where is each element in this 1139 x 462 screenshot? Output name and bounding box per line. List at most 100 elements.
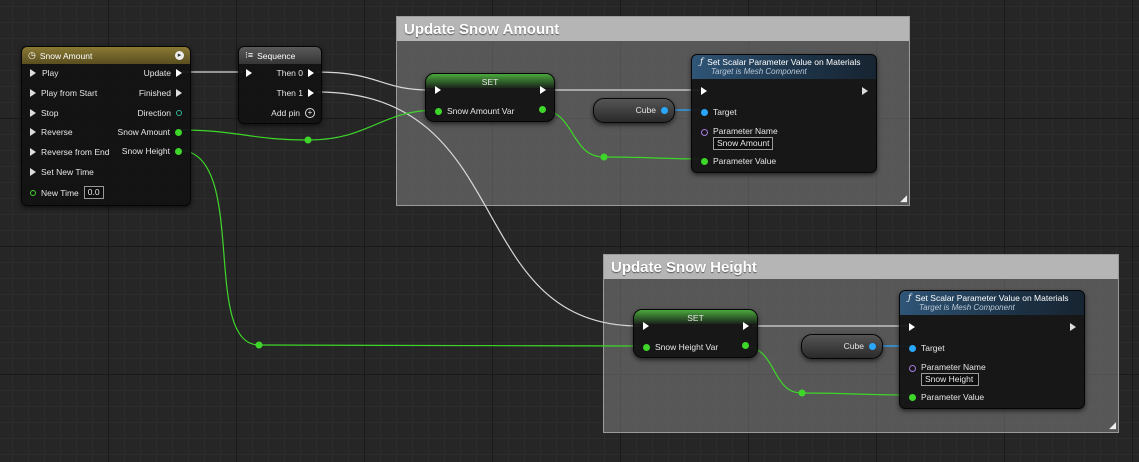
exec-pin-icon[interactable]	[30, 168, 36, 176]
pin-play-from-start[interactable]: Play from Start	[30, 88, 97, 98]
pin-set-value-out[interactable]	[742, 342, 749, 349]
pin-set-new-time[interactable]: Set New Time	[30, 167, 94, 177]
cube-variable-node[interactable]: Cube	[593, 98, 675, 123]
float-pin-icon[interactable]	[435, 107, 442, 115]
exec-pin-icon[interactable]	[540, 86, 546, 94]
parameter-name-field[interactable]: Snow Amount	[713, 137, 773, 150]
parameter-name-field[interactable]: Snow Height	[921, 373, 979, 386]
name-pin-icon[interactable]	[909, 365, 916, 372]
exec-pin-icon[interactable]	[909, 323, 915, 331]
pin-func-exec-in[interactable]	[909, 323, 915, 331]
timeline-header[interactable]: ◷ Snow Amount ▸	[22, 47, 190, 64]
exec-pin-icon[interactable]	[743, 322, 749, 330]
pin-parameter-value[interactable]: Parameter Value	[701, 156, 776, 166]
timeline-node[interactable]: ◷ Snow Amount ▸ Play Play from Start Sto…	[21, 46, 191, 206]
play-circle-icon[interactable]: ▸	[175, 51, 184, 60]
comment-title[interactable]: Update Snow Amount	[397, 17, 909, 41]
name-pin-icon[interactable]	[701, 129, 708, 136]
enum-pin-icon[interactable]	[176, 110, 182, 116]
pin-parameter-name[interactable]: Parameter Name Snow Height	[909, 362, 986, 386]
pin-parameter-value[interactable]: Parameter Value	[909, 392, 984, 402]
object-pin-icon[interactable]	[909, 344, 916, 352]
exec-pin-icon[interactable]	[862, 87, 868, 95]
timeline-title: Snow Amount	[39, 50, 93, 61]
float-pin-icon[interactable]	[175, 128, 182, 136]
float-pin-icon[interactable]	[643, 343, 650, 351]
exec-pin-icon[interactable]	[176, 69, 182, 77]
sequence-title: Sequence	[257, 50, 296, 61]
pin-update[interactable]: Update	[144, 68, 182, 78]
sequence-header[interactable]: ⁝≡ Sequence	[239, 47, 321, 64]
function-icon: ƒ	[908, 293, 912, 303]
pin-direction[interactable]: Direction	[137, 108, 182, 118]
pin-target[interactable]: Target	[701, 107, 737, 117]
pin-finished[interactable]: Finished	[139, 88, 182, 98]
pin-then1[interactable]: Then 1	[277, 88, 314, 98]
new-time-field[interactable]: 0.0	[83, 186, 104, 199]
add-pin-button[interactable]: Add pin+	[271, 108, 315, 118]
exec-pin-icon[interactable]	[1070, 323, 1076, 331]
plus-circle-icon[interactable]: +	[305, 108, 315, 118]
exec-pin-icon[interactable]	[30, 128, 36, 136]
object-pin-icon[interactable]	[701, 108, 708, 116]
exec-pin-icon[interactable]	[643, 322, 649, 330]
pin-func-exec-out[interactable]	[862, 87, 868, 95]
exec-pin-icon[interactable]	[30, 148, 36, 156]
pin-func-exec-out[interactable]	[1070, 323, 1076, 331]
float-pin-icon[interactable]	[539, 106, 546, 113]
pin-snow-amount[interactable]: Snow Amount	[118, 127, 182, 137]
cube-variable-node[interactable]: Cube	[801, 334, 883, 359]
object-pin-icon[interactable]	[661, 106, 668, 114]
exec-pin-icon[interactable]	[30, 69, 37, 77]
resize-grip-icon[interactable]: ◢	[900, 193, 907, 203]
exec-pin-icon[interactable]	[30, 109, 36, 117]
pin-snow-height-var[interactable]: Snow Height Var	[643, 342, 718, 352]
object-pin-icon[interactable]	[869, 342, 876, 350]
float-pin-icon[interactable]	[175, 147, 182, 155]
exec-pin-icon[interactable]	[246, 69, 252, 77]
float-wire	[177, 149, 647, 347]
pin-set-exec-out[interactable]	[743, 322, 749, 330]
exec-wire	[316, 71, 431, 91]
pin-target[interactable]: Target	[909, 343, 945, 353]
pin-set-exec-out[interactable]	[540, 86, 546, 94]
float-pin-icon[interactable]	[909, 393, 916, 401]
pin-func-exec-in[interactable]	[701, 87, 707, 95]
set-snow-amount-node[interactable]: SET Snow Amount Var	[425, 73, 555, 122]
exec-pin-icon[interactable]	[308, 69, 314, 77]
pin-snow-amount-var[interactable]: Snow Amount Var	[435, 106, 514, 116]
pin-parameter-name[interactable]: Parameter Name Snow Amount	[701, 126, 778, 150]
pin-cube-out[interactable]: Cube	[636, 105, 668, 115]
exec-pin-icon[interactable]	[30, 89, 36, 97]
pin-snow-height[interactable]: Snow Height	[122, 146, 182, 156]
pin-set-value-out[interactable]	[539, 106, 546, 113]
float-pin-icon[interactable]	[701, 157, 708, 165]
float-pin-icon[interactable]	[742, 342, 749, 349]
exec-pin-icon[interactable]	[435, 86, 441, 94]
exec-pin-icon[interactable]	[701, 87, 707, 95]
function-subtitle: Target is Mesh Component	[919, 303, 1015, 312]
pin-play[interactable]: Play	[30, 68, 59, 78]
comment-title[interactable]: Update Snow Height	[604, 255, 1118, 279]
sequence-node[interactable]: ⁝≡ Sequence Then 0 Then 1 Add pin+	[238, 46, 322, 124]
set-snow-height-node[interactable]: SET Snow Height Var	[633, 309, 758, 358]
pin-reverse[interactable]: Reverse	[30, 127, 73, 137]
exec-pin-icon[interactable]	[176, 89, 182, 97]
resize-grip-icon[interactable]: ◢	[1109, 420, 1116, 430]
exec-pin-icon[interactable]	[308, 89, 314, 97]
function-subtitle: Target is Mesh Component	[711, 67, 807, 76]
wire-knot	[600, 153, 608, 161]
pin-stop[interactable]: Stop	[30, 108, 59, 118]
float-pin-icon[interactable]	[30, 189, 36, 196]
pin-sequence-exec-in[interactable]	[246, 69, 252, 77]
pin-reverse-from-end[interactable]: Reverse from End	[30, 147, 110, 157]
pin-set-exec-in[interactable]	[435, 86, 441, 94]
pin-cube-out[interactable]: Cube	[844, 341, 876, 351]
pin-then0[interactable]: Then 0	[277, 68, 314, 78]
pin-set-exec-in[interactable]	[643, 322, 649, 330]
